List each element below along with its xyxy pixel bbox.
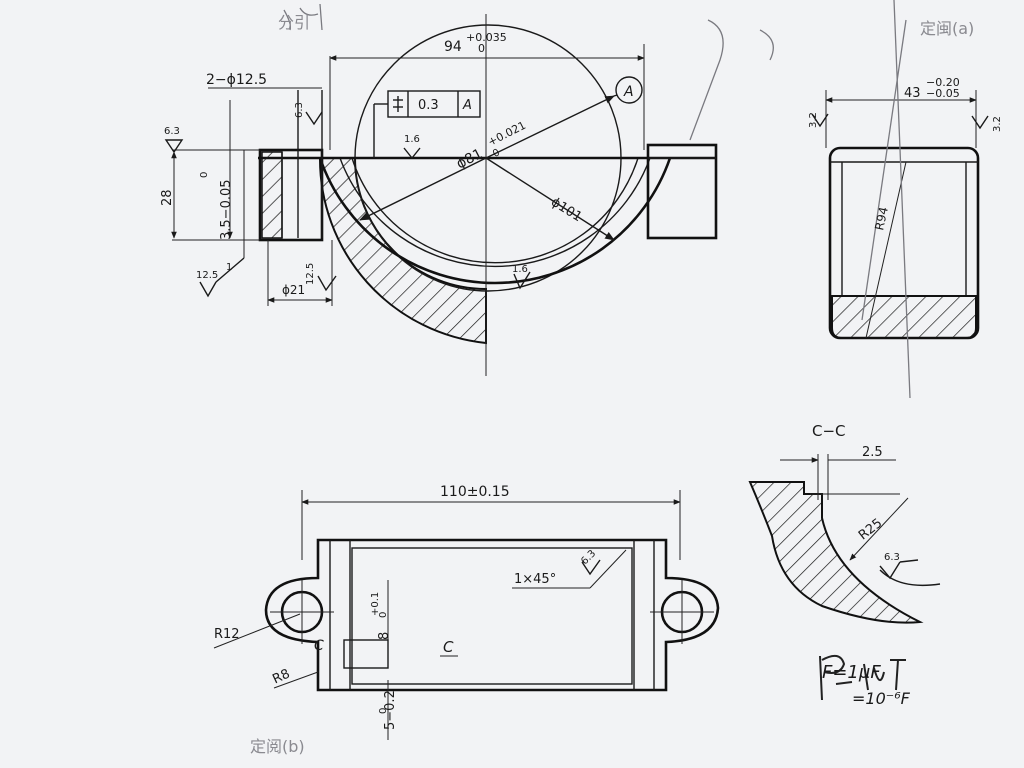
top-outline [264, 538, 720, 692]
section-hatch [748, 481, 924, 624]
top-roughness: 6.3 [579, 548, 598, 567]
bore-tol-upper: +0.021 [486, 119, 528, 149]
hand-formula-1: F=1μF [822, 662, 881, 683]
top-inner-rect [351, 547, 633, 685]
roughness-hole: 6.3 [294, 102, 305, 118]
bore-tol-lower: 0 [491, 147, 502, 160]
datum-circle [615, 76, 643, 104]
fcf-datum: A [462, 98, 472, 113]
side-radius: R94 [872, 206, 891, 232]
front-width-tol-lower: 0 [478, 42, 485, 55]
radius-r12: R12 [214, 627, 240, 642]
groove-arc-2 [351, 157, 639, 264]
section-radius: R25 [856, 516, 885, 544]
side-roughness-right: 3.2 [992, 116, 1003, 132]
outer-arc [318, 157, 672, 285]
flange-dim: 3.5−0.05 [219, 179, 234, 240]
inner-groove-arc [339, 157, 651, 268]
groove-tol-upper: +0.1 [370, 592, 381, 616]
counterbore-dim: ϕ21 [282, 283, 305, 297]
front-width-tol-upper: +0.035 [466, 31, 507, 44]
section-letter-left: C [314, 638, 324, 654]
section-dim: 2.5 [862, 445, 883, 460]
right-flange [646, 143, 718, 240]
outer-dim: ϕ101 [548, 195, 584, 225]
hand-top-right-note: 定闽(a) [920, 19, 974, 38]
section-letter-center: C [443, 638, 454, 656]
groove-tol-lower: 0 [378, 612, 389, 618]
groove-rect [343, 639, 389, 669]
height-dim: 28 [160, 189, 175, 206]
groove-dim: 8 [377, 632, 392, 640]
datum-label: A [623, 84, 634, 100]
section-cc [748, 454, 941, 624]
section-title: C−C [812, 422, 846, 440]
hand-bottom-note: 定阅(b) [250, 737, 305, 756]
roughness-left: 6.3 [164, 126, 180, 137]
roughness-bottom: 1.6 [512, 264, 528, 275]
front-width-dim: 94 [444, 39, 462, 55]
chamfer-label: 1×45° [514, 572, 556, 587]
side-tol-lower: −0.05 [926, 87, 960, 100]
fcf-value: 0.3 [418, 98, 439, 113]
hand-formula-2: =10⁻⁶F [852, 689, 911, 708]
top-view [213, 490, 720, 740]
front-hatch-left [318, 157, 487, 345]
holes-dim: 2−ϕ12.5 [206, 72, 267, 88]
handwriting [283, 0, 911, 701]
side-tol-upper: −0.20 [926, 76, 960, 89]
small-dim: 1 [226, 262, 232, 273]
side-roughness-left: 3.2 [808, 112, 819, 128]
roughness-face: 12.5 [305, 263, 316, 285]
section-roughness: 6.3 [884, 552, 900, 563]
roughness-bore: 1.6 [404, 134, 420, 145]
bore-dim: ϕ81 [454, 146, 485, 173]
left-flange-hatch [261, 151, 283, 239]
depth-zero: 0 [378, 708, 389, 714]
top-length-dim: 110±0.15 [440, 484, 510, 500]
radius-r8: R8 [270, 666, 292, 687]
side-hatch [831, 295, 977, 339]
flange-dim-zero: 0 [199, 172, 210, 178]
feature-control-frame [373, 90, 481, 158]
side-width-dim: 43 [904, 86, 921, 101]
hand-top-note: 分引 [278, 13, 310, 32]
front-view [164, 14, 718, 376]
roughness-base: 12.5 [196, 270, 218, 281]
side-view [811, 90, 989, 340]
depth-dim: 5−0.2 [383, 690, 398, 730]
